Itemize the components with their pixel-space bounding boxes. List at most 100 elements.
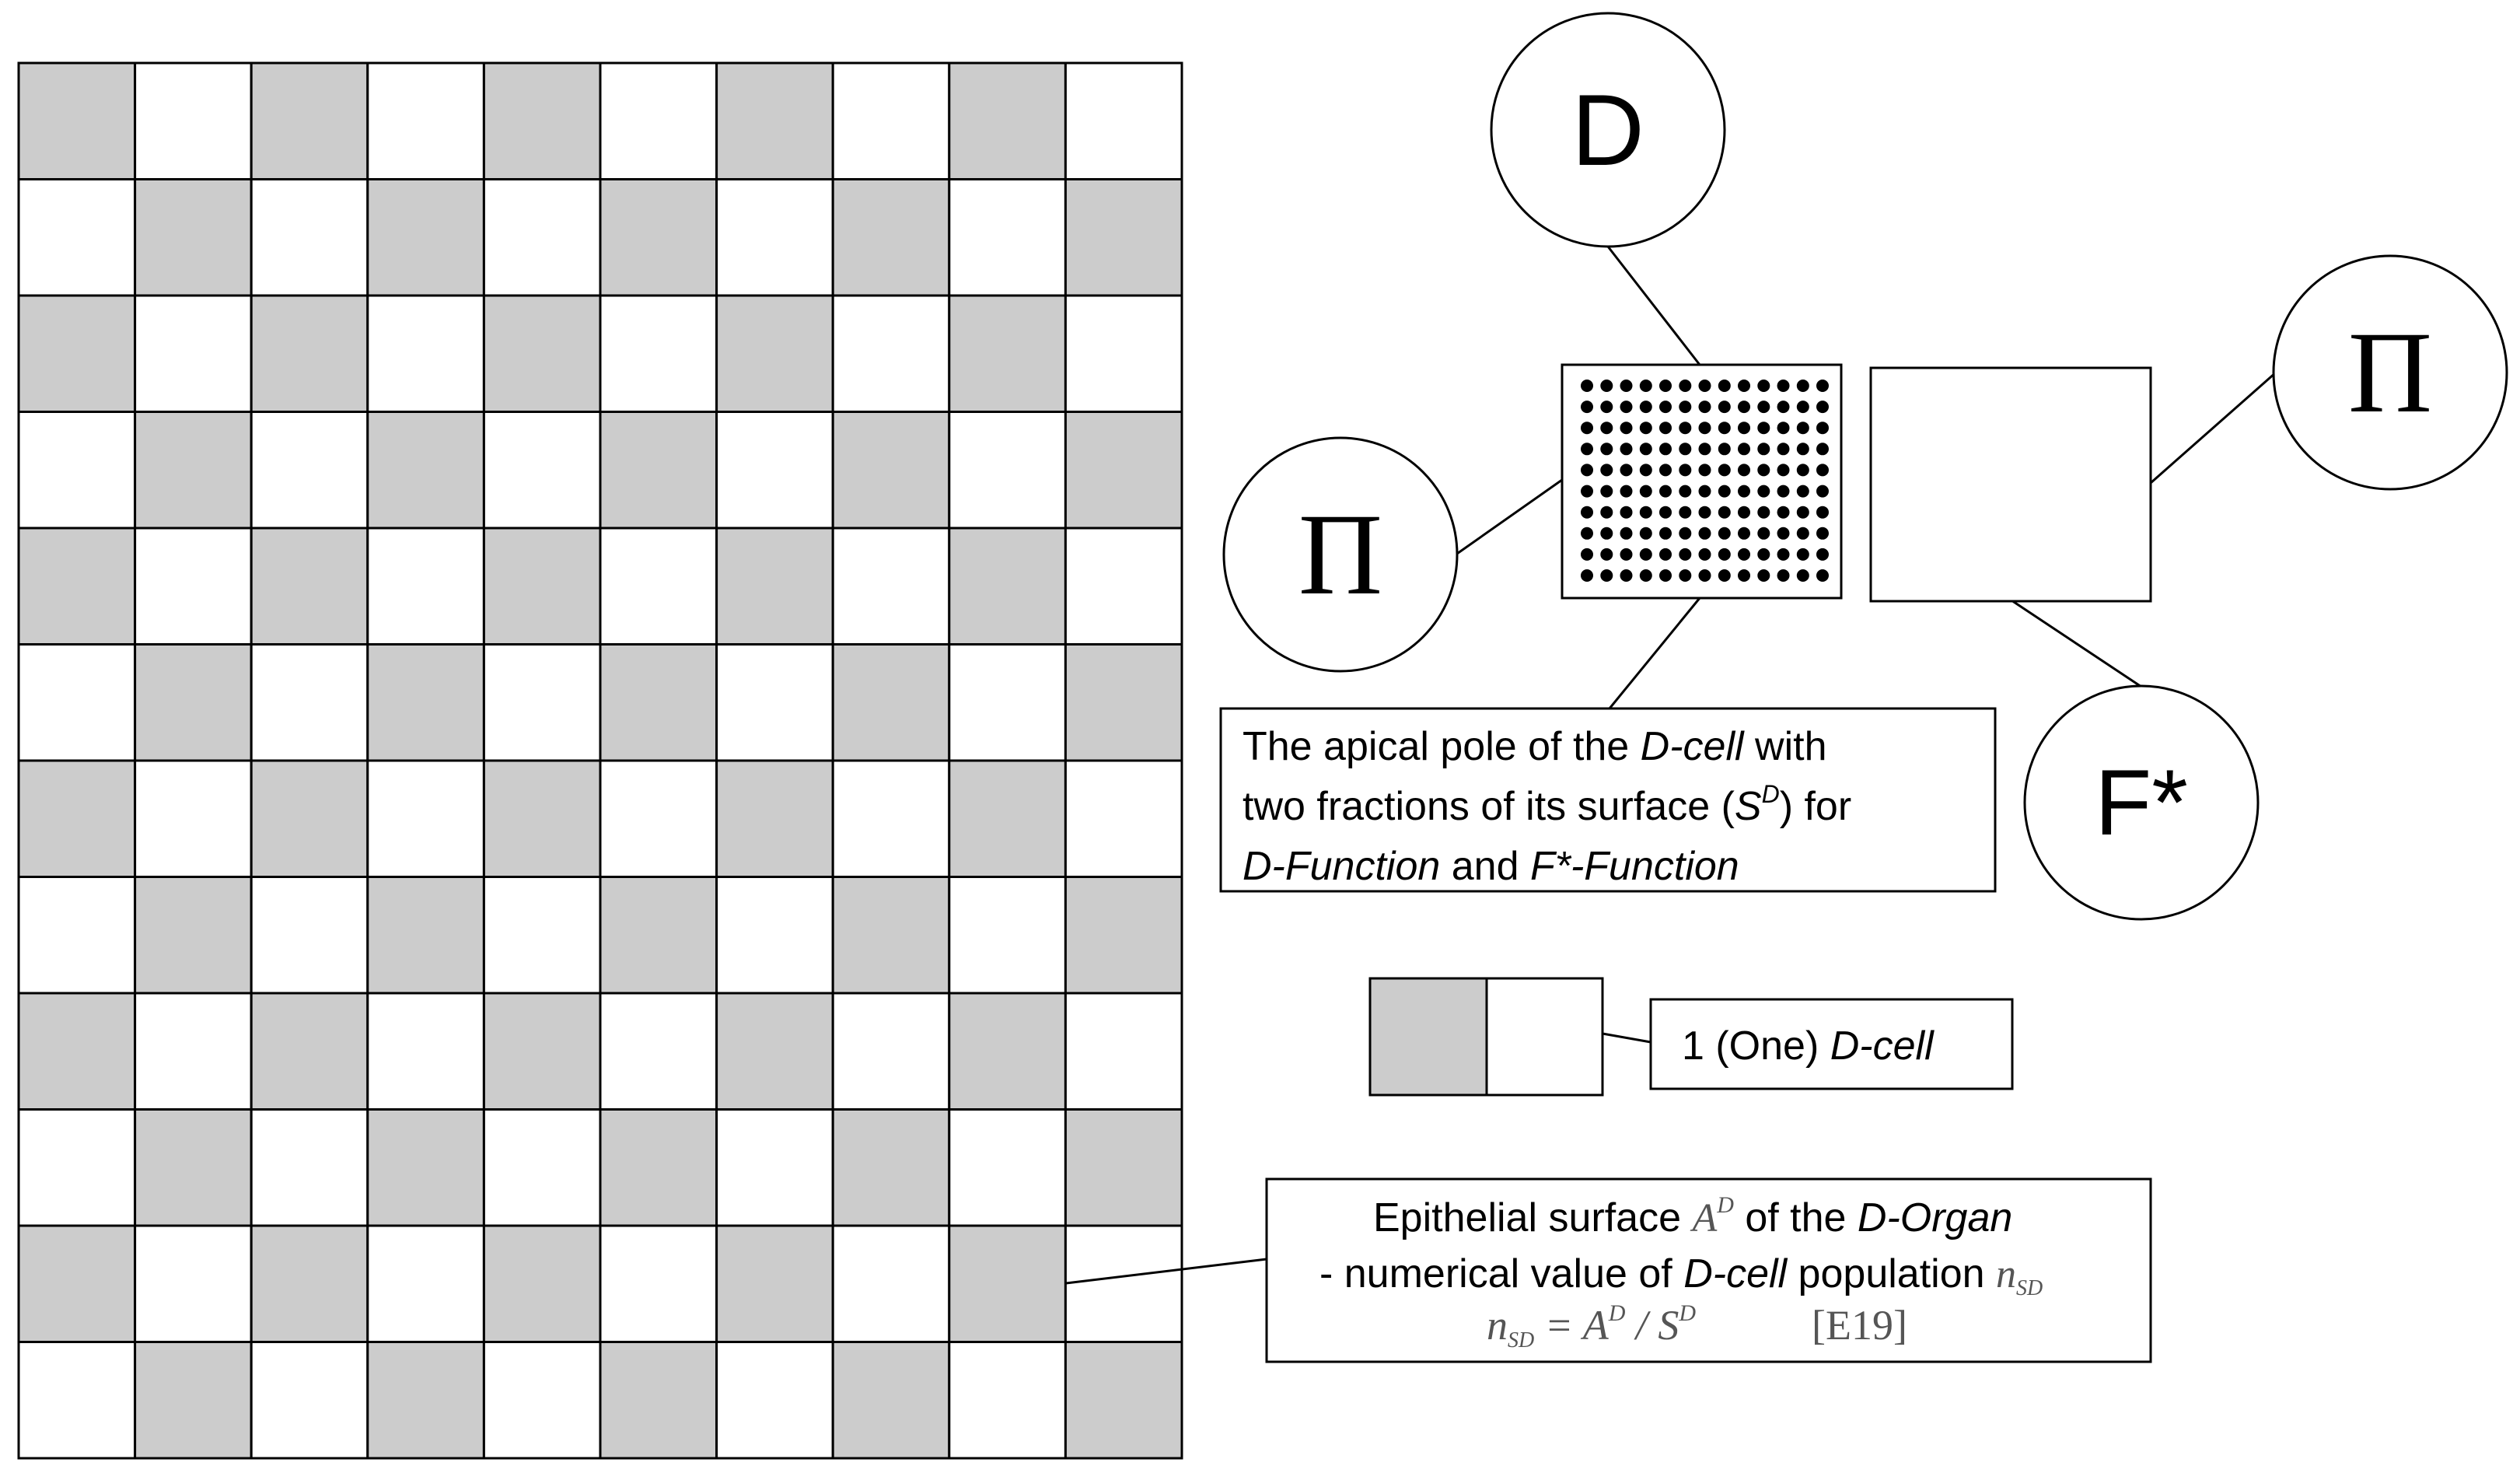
grid-cell bbox=[17, 643, 137, 762]
grid-cell bbox=[948, 876, 1067, 995]
receptor-dot bbox=[1620, 527, 1633, 540]
grid-cell bbox=[948, 294, 1067, 413]
receptor-dot bbox=[1777, 527, 1790, 540]
epithelial-surface-label-box: Epithelial surface AD of the D-Organ - n… bbox=[1265, 1177, 2152, 1363]
grid-cell bbox=[715, 1341, 834, 1460]
apical-pole-f-star-function-square bbox=[1869, 366, 2152, 603]
grid-cell bbox=[599, 1341, 718, 1460]
grid-cell bbox=[482, 643, 602, 762]
receptor-dot bbox=[1581, 548, 1593, 561]
grid-cell bbox=[366, 411, 485, 530]
grid-cell bbox=[17, 294, 137, 413]
receptor-dot bbox=[1757, 380, 1770, 392]
receptor-dot bbox=[1659, 548, 1672, 561]
grid-cell bbox=[134, 759, 253, 878]
receptor-dot bbox=[1620, 548, 1633, 561]
receptor-dot bbox=[1757, 485, 1770, 498]
apical-label-line-3: D-Function and F*-Function bbox=[1243, 844, 1739, 889]
receptor-dot bbox=[1600, 443, 1613, 456]
grid-cell bbox=[17, 992, 137, 1111]
receptor-dot bbox=[1600, 506, 1613, 519]
grid-cell bbox=[599, 876, 718, 995]
grid-cell bbox=[482, 178, 602, 297]
receptor-dot bbox=[1816, 380, 1829, 392]
epithelial-surface-grid bbox=[17, 61, 1183, 1460]
d-cell-white-half bbox=[1485, 977, 1604, 1097]
receptor-dot bbox=[1698, 401, 1711, 414]
grid-cell bbox=[948, 527, 1067, 646]
receptor-dot bbox=[1757, 569, 1770, 582]
grid-cell bbox=[948, 1341, 1067, 1460]
receptor-dot bbox=[1698, 485, 1711, 498]
one-d-cell-legend bbox=[1368, 977, 1604, 1097]
node-pi-left-label: Π bbox=[1298, 490, 1382, 619]
grid-cell bbox=[715, 643, 834, 762]
grid-cell bbox=[482, 527, 602, 646]
grid-cell bbox=[948, 178, 1067, 297]
grid-cell bbox=[948, 1108, 1067, 1227]
grid-cell bbox=[17, 1341, 137, 1460]
grid-cell bbox=[17, 1108, 137, 1227]
receptor-dot bbox=[1581, 569, 1593, 582]
receptor-dot bbox=[1581, 422, 1593, 435]
connector-cell-pair-to-cell-label bbox=[1602, 1032, 1651, 1044]
grid-cell bbox=[831, 992, 951, 1111]
connector-lines bbox=[1065, 246, 2277, 1285]
receptor-dot bbox=[1698, 422, 1711, 435]
grid-cell bbox=[482, 992, 602, 1111]
grid-cell bbox=[482, 61, 602, 180]
receptor-dot bbox=[1816, 569, 1829, 582]
grid-cell bbox=[1064, 294, 1183, 413]
receptor-dot bbox=[1659, 401, 1672, 414]
grid-cell bbox=[599, 527, 718, 646]
grid-cell bbox=[17, 178, 137, 297]
node-pi-right: Π bbox=[2272, 254, 2508, 491]
grid-cell bbox=[715, 1224, 834, 1343]
grid-cell bbox=[1064, 992, 1183, 1111]
receptor-dot bbox=[1679, 527, 1692, 540]
receptor-dot bbox=[1639, 464, 1652, 477]
receptor-dot bbox=[1581, 443, 1593, 456]
receptor-dot bbox=[1600, 464, 1613, 477]
receptor-dot bbox=[1679, 464, 1692, 477]
grid-cell bbox=[366, 1341, 485, 1460]
receptor-dot bbox=[1796, 443, 1809, 456]
grid-cell bbox=[1064, 1224, 1183, 1343]
receptor-dot bbox=[1679, 380, 1692, 392]
receptor-dot bbox=[1581, 485, 1593, 498]
grid-cell bbox=[948, 759, 1067, 878]
grid-cell bbox=[17, 876, 137, 995]
receptor-dot bbox=[1698, 443, 1711, 456]
receptor-dot bbox=[1757, 506, 1770, 519]
receptor-dot bbox=[1796, 401, 1809, 414]
receptor-dot bbox=[1659, 506, 1672, 519]
receptor-dot bbox=[1816, 443, 1829, 456]
grid-cell bbox=[366, 527, 485, 646]
grid-cell bbox=[250, 527, 369, 646]
connector-d-to-dotted-square bbox=[1606, 246, 1701, 366]
grid-cell bbox=[715, 61, 834, 180]
receptor-dot bbox=[1816, 485, 1829, 498]
grid-cell bbox=[482, 1108, 602, 1227]
grid-cell bbox=[831, 1341, 951, 1460]
grid-cell bbox=[134, 876, 253, 995]
grid-cell bbox=[482, 1341, 602, 1460]
grid-cell bbox=[715, 992, 834, 1111]
grid-cell bbox=[17, 759, 137, 878]
epithelial-label-line-2: - numerical value of D-cell population n… bbox=[1319, 1251, 2043, 1300]
receptor-dot bbox=[1659, 443, 1672, 456]
receptor-dot bbox=[1738, 506, 1750, 519]
connector-pi-left-to-dotted-square bbox=[1454, 478, 1563, 557]
receptor-dot bbox=[1639, 422, 1652, 435]
connector-f-star-to-white-square bbox=[2011, 599, 2142, 688]
receptor-dot bbox=[1639, 506, 1652, 519]
receptor-dots bbox=[1581, 380, 1829, 582]
node-d: D bbox=[1490, 12, 1726, 248]
node-pi-right-label: Π bbox=[2348, 308, 2432, 437]
grid-cell bbox=[715, 178, 834, 297]
apical-pole-label-box: The apical pole of the D-cell with two f… bbox=[1219, 707, 1997, 893]
receptor-dot bbox=[1757, 464, 1770, 477]
receptor-dot bbox=[1679, 422, 1692, 435]
receptor-dot bbox=[1659, 569, 1672, 582]
receptor-dot bbox=[1620, 464, 1633, 477]
